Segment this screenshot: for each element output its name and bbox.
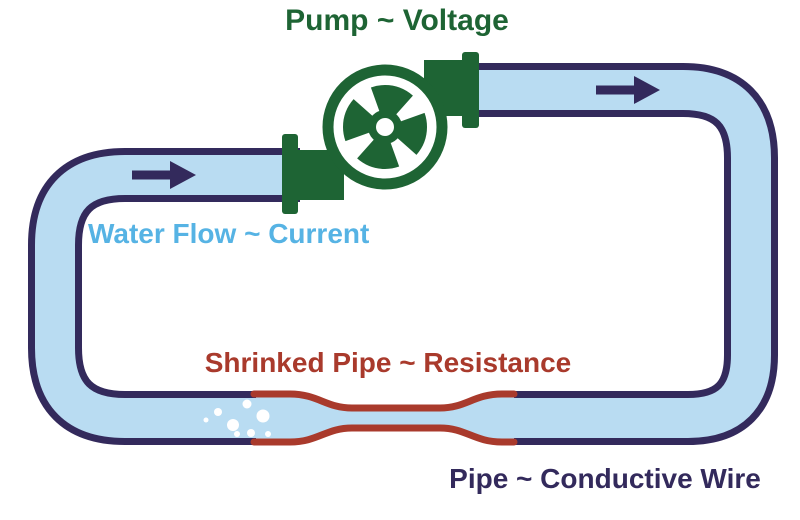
pipe-loop-water [35, 70, 771, 438]
bubble [227, 419, 239, 431]
bubble [256, 409, 270, 423]
flow-arrow-right-icon [596, 76, 660, 104]
water-flow-current-label: Water Flow ~ Current [88, 218, 369, 249]
shrinked-pipe-water [256, 394, 514, 442]
bubble [265, 431, 271, 437]
pump-outlet-flange [462, 52, 479, 128]
shrinked-pipe-top-edge [250, 390, 518, 412]
arrow-shaft [132, 170, 172, 180]
flow-arrow-left-icon [132, 161, 196, 189]
bubble [234, 431, 240, 437]
pump-fan-blades [343, 85, 427, 169]
arrow-shaft [596, 85, 636, 95]
pump-impeller-icon [282, 52, 479, 214]
bubbles-icon [203, 399, 271, 437]
pipe-conductive-wire-label: Pipe ~ Conductive Wire [449, 463, 761, 494]
bubble [214, 408, 222, 416]
pump-voltage-label: Pump ~ Voltage [285, 4, 509, 37]
bubble [242, 399, 252, 409]
shrinked-pipe-bottom-edge [250, 424, 518, 446]
pump-hub [368, 110, 402, 144]
arrow-head [170, 161, 196, 189]
shrinked-pipe-resistance-label: Shrinked Pipe ~ Resistance [205, 347, 572, 378]
bubble [203, 417, 209, 423]
pump-inlet-flange [282, 134, 298, 214]
bubble [247, 429, 255, 437]
arrow-head [634, 76, 660, 104]
